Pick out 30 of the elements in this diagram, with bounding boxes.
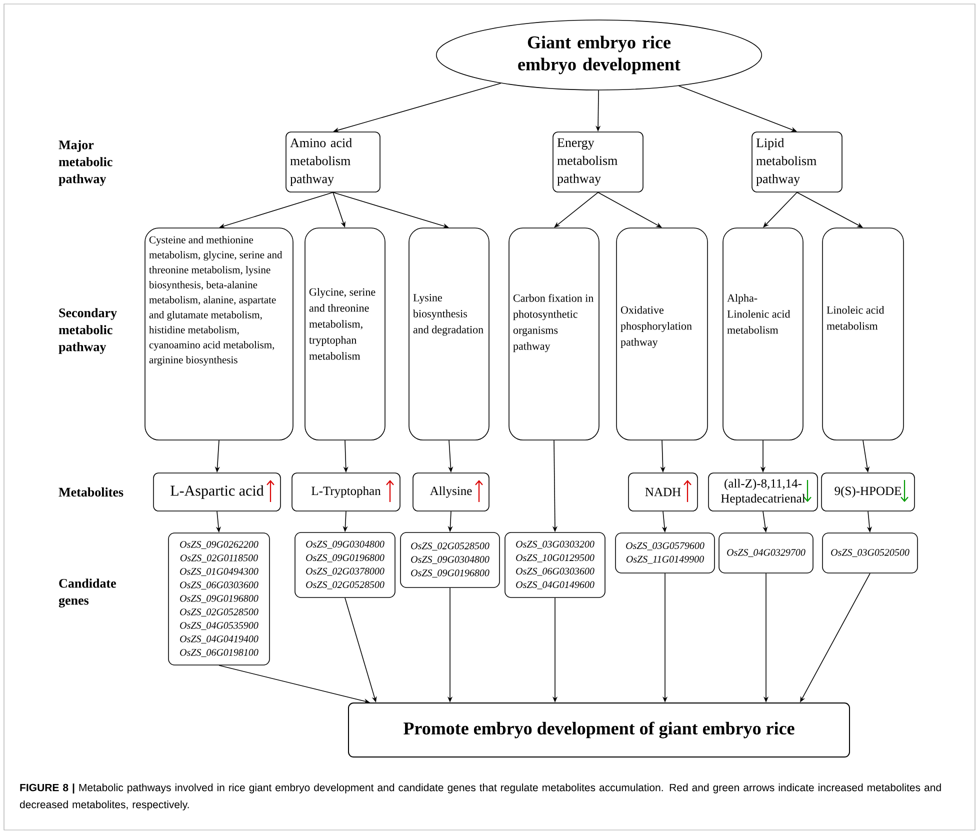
row-label: Major metabolic pathway	[58, 140, 112, 186]
pathway-box: Carbon fixation in photosynthetic organisms pathway	[508, 228, 600, 440]
outcome-box: Promote embryo development of giant embryo rice	[348, 702, 850, 758]
row-label: Secondary metabolic pathway	[58, 308, 117, 354]
metabolite-box: NADH	[628, 472, 698, 512]
row-label: Candidate genes	[58, 578, 116, 608]
gene-box: OsZS_02G0528500 OsZS_09G0304800 OsZS_09G0196800	[400, 532, 500, 588]
metabolite-box: 9(S)-HPODE	[821, 472, 915, 512]
gene-box: OsZS_03G0579600 OsZS_11G0149900	[615, 532, 715, 574]
gene-box: OsZS_03G0520500	[822, 532, 918, 574]
row-label: Metabolites	[58, 487, 124, 497]
pathway-box: Alpha-Linolenic acid metabolism	[722, 228, 804, 440]
metabolite-box: Allysine	[412, 472, 490, 512]
gene-box: OsZS_09G0304800 OsZS_09G0196800 OsZS_02G0378000 OsZS_02G0528500	[294, 532, 396, 598]
caption: FIGURE 8 | Metabolic pathways involved in rice giant embryo development and candidate genes that regulate metabolites accumulation. Red and green arrows indicate increased metabolites and decreased metabolites, respectively.	[20, 784, 941, 810]
pathway-box: Energy metabolism pathway	[552, 132, 644, 192]
pathway-box: Oxidative phosphorylation pathway	[616, 228, 708, 440]
pathway-box: Cysteine and methionine metabolism, glycine, serine and threonine metabolism, lysine biosynthesis, beta-alanine metabolism, alanine, aspartate and glutamate metabolism, histidine metabolism, cyanoamino acid metabolism, arginine biosynthesis	[144, 228, 294, 440]
metabolite-box: L-Tryptophan	[292, 472, 400, 512]
pathway-box: Lysine biosynthesis and degradation	[408, 228, 490, 440]
pathway-box: Lipid metabolism pathway	[752, 132, 842, 192]
pathway-box: Linoleic acid metabolism	[822, 228, 904, 440]
metabolite-box: (all-Z)-8,11,14-Heptadecatrienal	[708, 472, 818, 512]
gene-box: OsZS_09G0262200 OsZS_02G0118500 OsZS_01G0494300 OsZS_06G0303600 OsZS_09G0196800 OsZS_02G0528500 OsZS_04G0535900 OsZS_04G0419400 OsZS_06G0198100	[168, 532, 270, 666]
gene-box: OsZS_03G0303200 OsZS_10G0129500 OsZS_06G0303600 OsZS_04G0149600	[504, 532, 606, 598]
pathway-box: Glycine, serine and threonine metabolism, tryptophan metabolism	[304, 228, 386, 440]
pathway-box: Amino acid metabolism pathway	[286, 132, 380, 192]
gene-box: OsZS_04G0329700	[718, 532, 814, 574]
metabolite-box: L-Aspartic acid	[153, 472, 281, 512]
ellipse-node: Giant embryo rice embryo development	[436, 20, 762, 90]
